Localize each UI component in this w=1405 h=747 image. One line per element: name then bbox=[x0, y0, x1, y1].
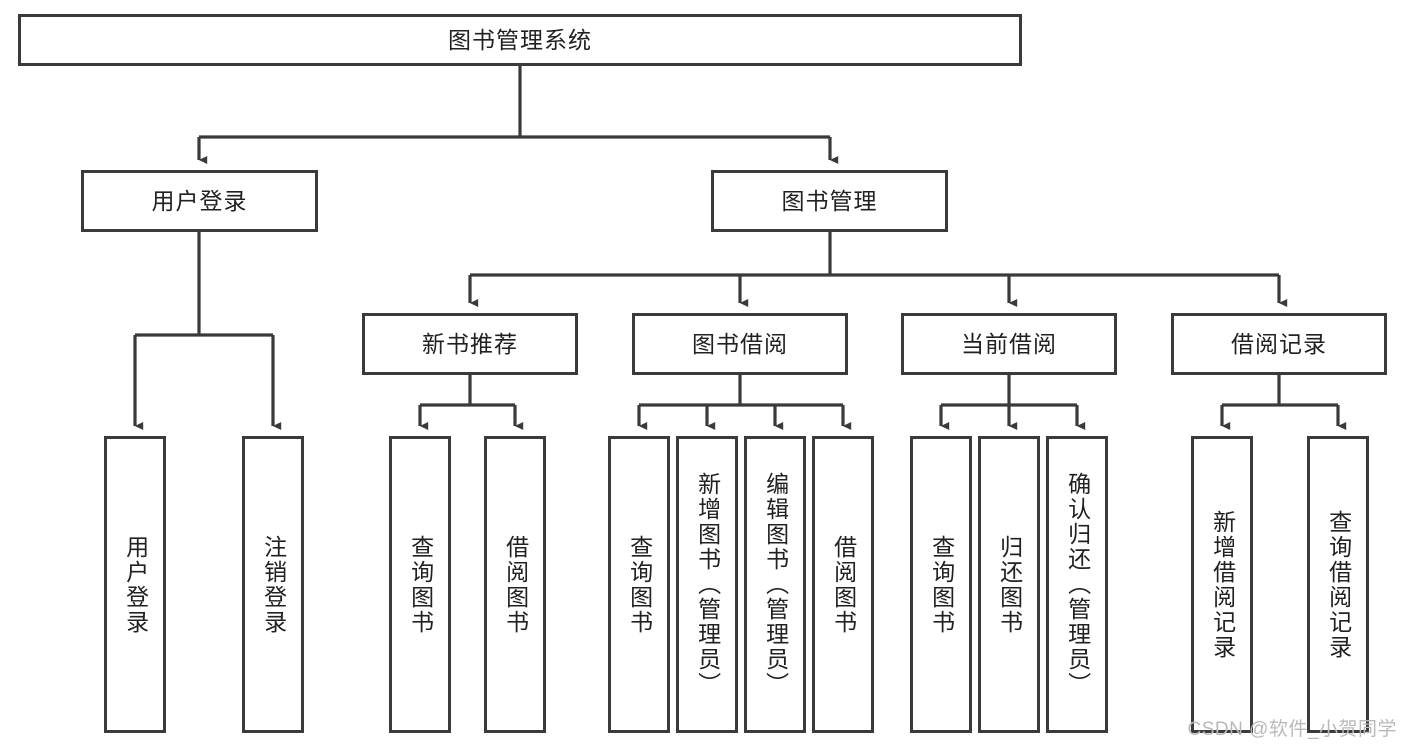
node-new-book-recommend[interactable]: 新书推荐 bbox=[362, 313, 578, 375]
node-root[interactable]: 图书管理系统 bbox=[18, 14, 1022, 66]
node-leaf-borrow-book-1-label: 借阅图书 bbox=[502, 534, 529, 635]
node-leaf-borrow-book-2[interactable]: 借阅图书 bbox=[812, 436, 874, 733]
node-leaf-query-record[interactable]: 查询借阅记录 bbox=[1307, 436, 1369, 733]
node-borrow-record-label: 借阅记录 bbox=[1231, 330, 1327, 357]
node-leaf-return-book[interactable]: 归还图书 bbox=[978, 436, 1040, 733]
node-leaf-confirm-return[interactable]: 确认归还（管理员） bbox=[1046, 436, 1108, 733]
node-leaf-query-book-1[interactable]: 查询图书 bbox=[389, 436, 451, 733]
watermark: CSDN @软件_小贺同学 bbox=[1187, 719, 1397, 740]
node-book-borrow[interactable]: 图书借阅 bbox=[632, 313, 848, 375]
node-leaf-add-record[interactable]: 新增借阅记录 bbox=[1191, 436, 1253, 733]
node-leaf-logout-login-label: 注销登录 bbox=[260, 534, 287, 635]
node-leaf-query-book-1-label: 查询图书 bbox=[407, 534, 434, 635]
node-leaf-query-book-2[interactable]: 查询图书 bbox=[608, 436, 670, 733]
node-user-login[interactable]: 用户登录 bbox=[81, 170, 318, 232]
node-current-borrow-label: 当前借阅 bbox=[961, 330, 1057, 357]
node-leaf-return-book-label: 归还图书 bbox=[996, 534, 1023, 635]
node-leaf-borrow-book-1[interactable]: 借阅图书 bbox=[484, 436, 546, 733]
node-user-login-label: 用户登录 bbox=[151, 187, 248, 214]
node-leaf-edit-book[interactable]: 编辑图书（管理员） bbox=[744, 436, 806, 733]
node-leaf-query-book-3-label: 查询图书 bbox=[928, 534, 955, 635]
node-new-book-recommend-label: 新书推荐 bbox=[422, 330, 518, 357]
node-leaf-edit-book-label: 编辑图书（管理员） bbox=[762, 472, 789, 697]
node-leaf-add-book[interactable]: 新增图书（管理员） bbox=[676, 436, 738, 733]
node-leaf-add-book-label: 新增图书（管理员） bbox=[694, 472, 721, 697]
node-current-borrow[interactable]: 当前借阅 bbox=[901, 313, 1117, 375]
node-leaf-borrow-book-2-label: 借阅图书 bbox=[830, 534, 857, 635]
node-book-manage[interactable]: 图书管理 bbox=[711, 170, 948, 232]
node-leaf-query-book-3[interactable]: 查询图书 bbox=[910, 436, 972, 733]
node-leaf-confirm-return-label: 确认归还（管理员） bbox=[1064, 472, 1091, 697]
node-leaf-user-login[interactable]: 用户登录 bbox=[104, 436, 166, 733]
node-borrow-record[interactable]: 借阅记录 bbox=[1171, 313, 1387, 375]
node-leaf-user-login-label: 用户登录 bbox=[122, 534, 149, 635]
node-leaf-query-book-2-label: 查询图书 bbox=[626, 534, 653, 635]
node-leaf-logout-login[interactable]: 注销登录 bbox=[242, 436, 304, 733]
node-root-label: 图书管理系统 bbox=[448, 26, 592, 53]
node-leaf-add-record-label: 新增借阅记录 bbox=[1209, 509, 1236, 660]
node-book-borrow-label: 图书借阅 bbox=[692, 330, 788, 357]
node-leaf-query-record-label: 查询借阅记录 bbox=[1325, 509, 1352, 660]
node-book-manage-label: 图书管理 bbox=[781, 187, 878, 214]
